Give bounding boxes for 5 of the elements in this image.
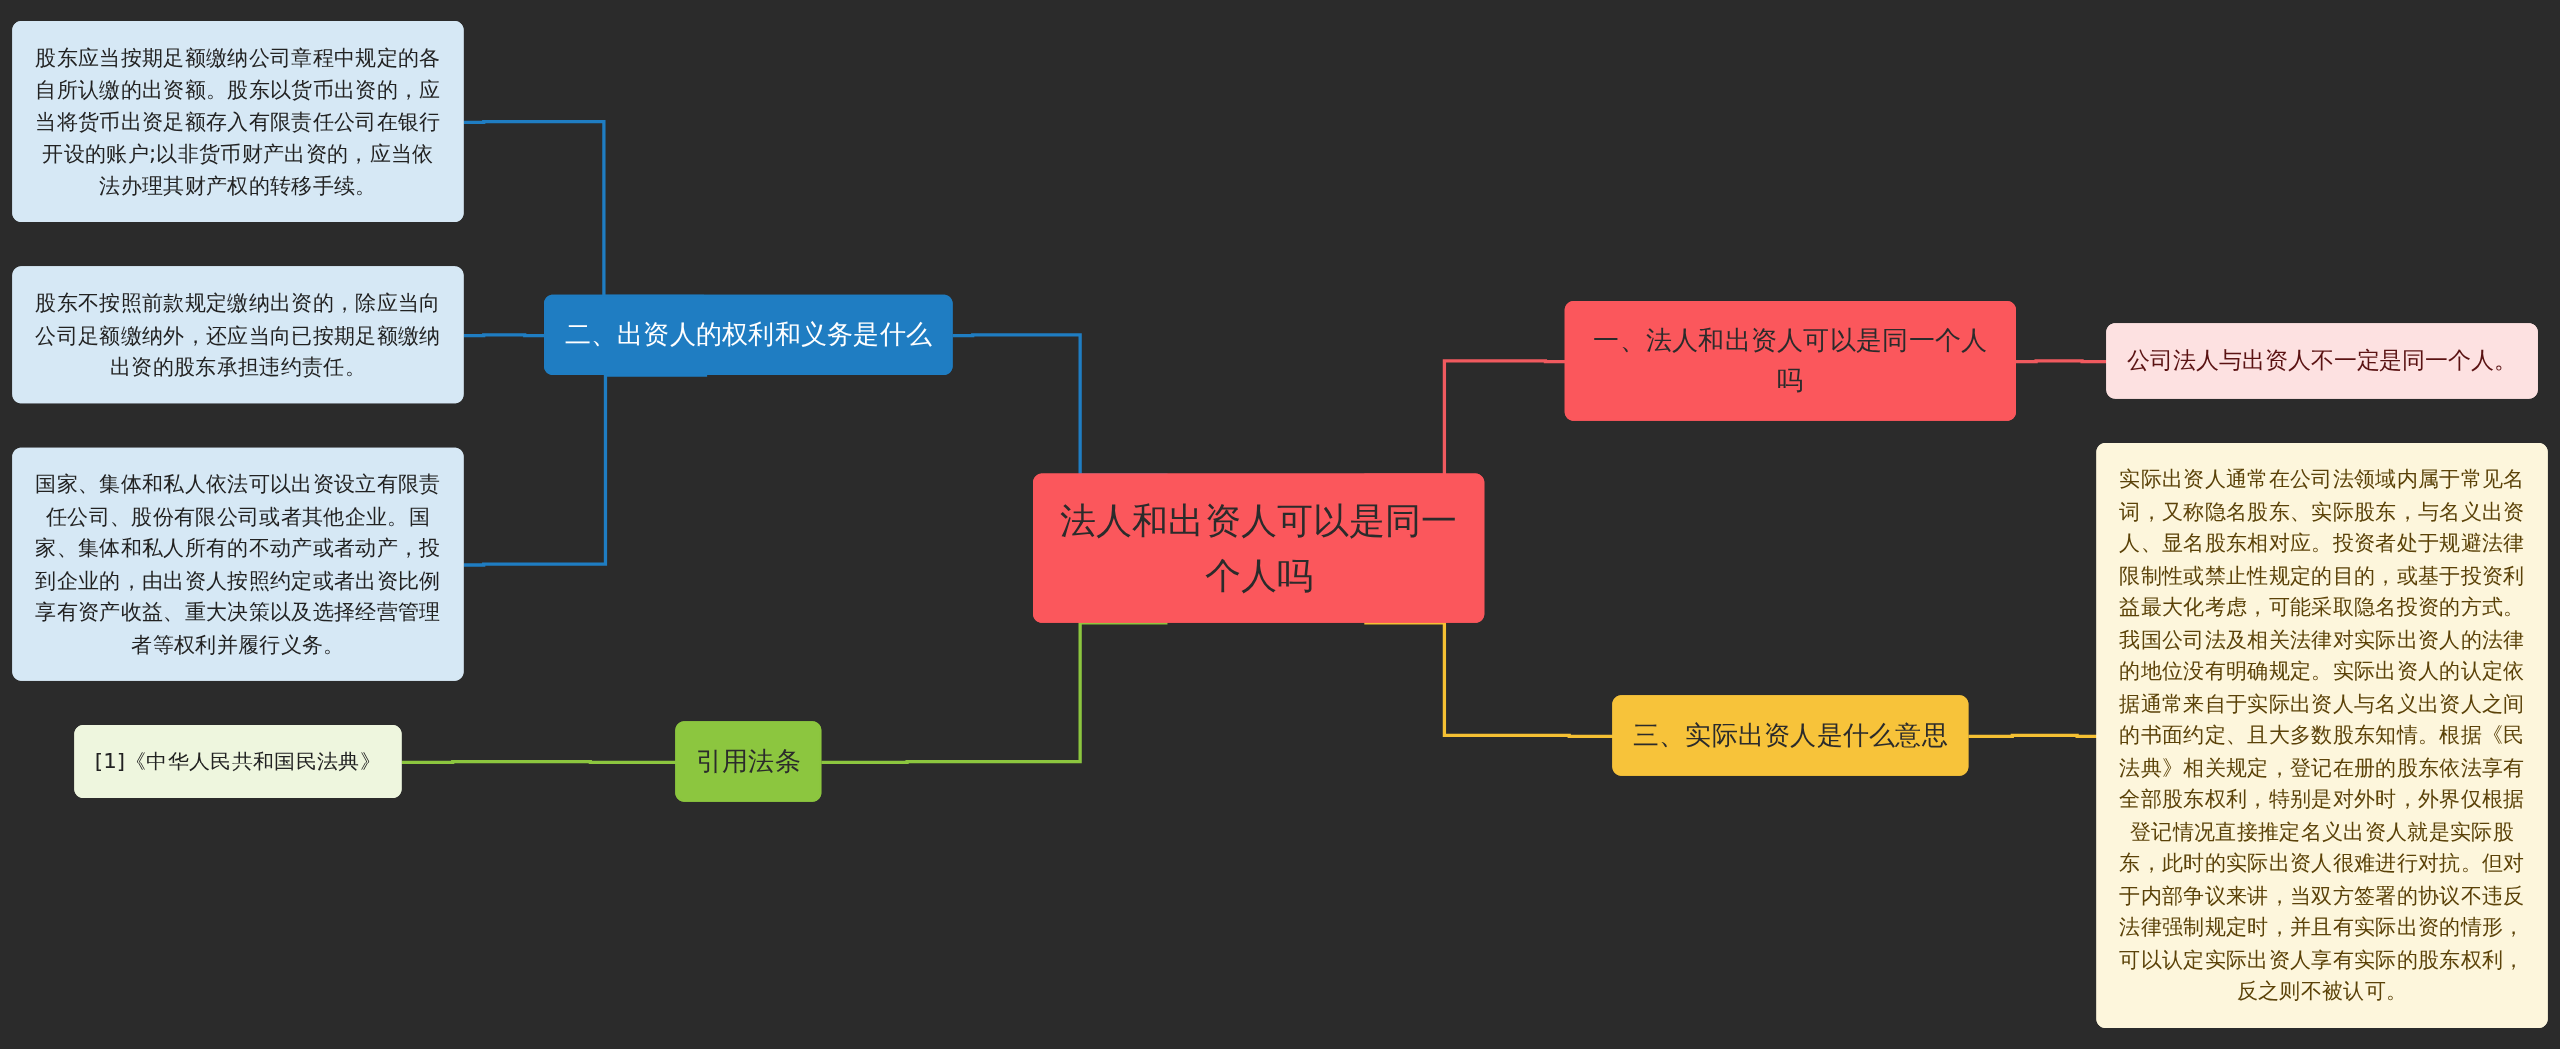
connector (463, 373, 708, 567)
connector (2016, 359, 2108, 364)
connector (1364, 621, 1614, 738)
connector (821, 621, 1168, 764)
connector (401, 759, 677, 764)
